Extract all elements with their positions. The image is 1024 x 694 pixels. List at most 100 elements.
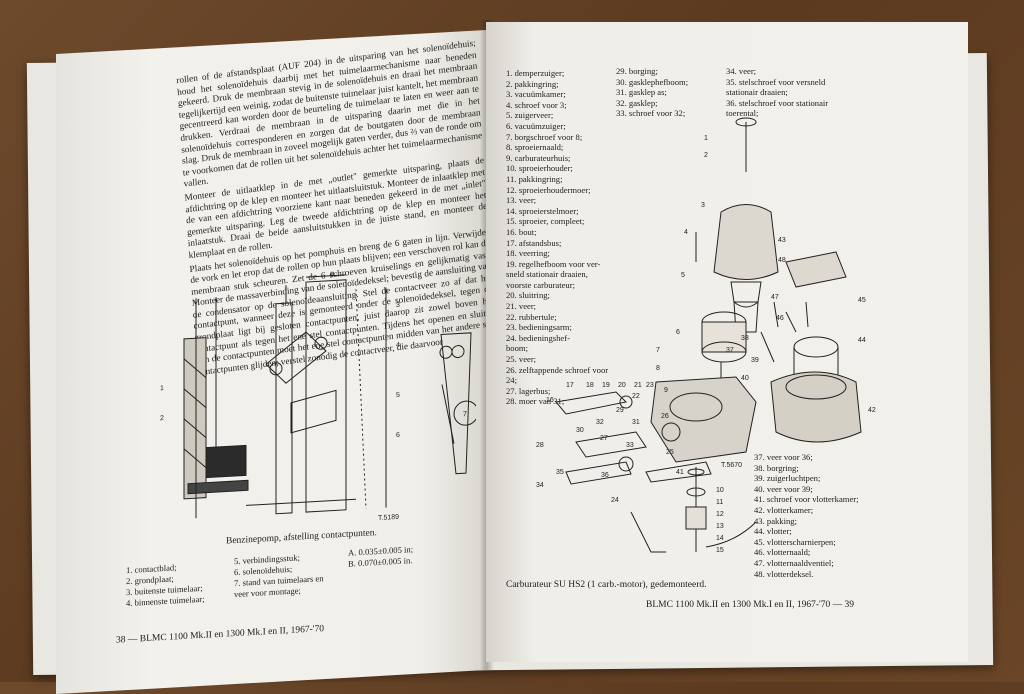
part-item: 14. sproeierstelmoer; [506,205,579,216]
callout-2: 2 [704,152,708,159]
callout-6: 6 [676,329,680,336]
part-item: voorste carburateur; [506,279,575,290]
part-item: 11. pakkingring; [506,173,563,184]
part-item: 32. gasklep; [616,97,658,108]
part-item: toerental; [726,108,759,119]
part-item: 45. vlotterscharnierpen; [754,536,836,547]
part-item: 19. regelhefboom voor ver- [506,258,601,269]
part-item: 26. zelftappende schroef voor [506,364,609,375]
callout-31: 31 [632,419,640,426]
right-page: 1. demperzuiger; 2. pakkingring; 3. vacu… [486,22,968,662]
part-item: 28. moer van 31; [506,396,565,407]
part-item: 38. borgring; [754,462,799,473]
callout-24: 24 [611,497,619,504]
part-item: 3. vacuümkamer; [506,89,566,100]
callout-41: 41 [676,469,684,476]
callout-1: 1 [160,385,164,392]
fuel-pump-diagram: B 1 2 3 4 5 6 7 T.5189 [160,271,476,522]
callout-43: 43 [778,237,786,244]
callout-10: 10 [716,487,724,494]
callout-14: 14 [716,535,724,542]
part-item: 12. sproeierhoudermoer; [506,184,591,195]
part-item: 16. bout; [506,226,537,237]
part-item: 22. rubbertule; [506,311,557,322]
part-item: 36. stelschroef voor stationair [726,97,829,108]
callout-35: 35 [556,469,564,476]
part-item: 34. veer; [726,66,757,76]
part-item: 8. sproeiernaald; [506,142,564,153]
part-item: stationair draaien; [726,87,788,98]
callout-38: 38 [741,335,749,342]
callout-20: 20 [618,382,626,389]
callout-44: 44 [858,337,866,344]
part-item: 27. lagerbus; [506,385,551,396]
parts-list-col2: 29. borging; 30. gasklephefboom; 31. gas… [616,66,688,119]
part-item: 10. sproeierhouder; [506,163,573,174]
part-item: 39. zuigerluchtpen; [754,473,821,484]
callout-23: 23 [646,382,654,389]
callout-36: 36 [601,472,609,479]
figure-reference: T.5670 [721,462,742,469]
part-item: 31. gasklep as; [616,87,667,98]
callout-26: 26 [661,413,669,420]
callout-22: 22 [632,393,640,400]
label-b: B [330,271,335,278]
callout-18: 18 [586,382,594,389]
part-item: 20. sluitring; [506,290,550,301]
part-item: 15. sproeier, compleet; [506,216,585,227]
part-item: boom; [506,343,528,354]
part-item: 17. afstandsbus; [506,237,562,248]
part-item: 47. vlotternaaldventiel; [754,557,834,568]
figure-reference: T.5189 [378,514,399,522]
callout-4: 4 [396,342,400,349]
callout-33: 33 [626,442,634,449]
legend-item: B. 0.070±0.005 in. [348,555,413,569]
part-item: 41. schroef voor vlotterkamer; [754,494,859,505]
callout-46: 46 [776,315,784,322]
part-item: 48. vlotterdeksel. [754,568,814,579]
callout-8: 8 [656,365,660,372]
part-item: 44. vlotter; [754,526,792,537]
part-item: 25. veer; [506,354,537,365]
callout-16: 16 [546,397,554,404]
callout-30: 30 [576,427,584,434]
left-legend-col3: A. 0.035±0.005 in; B. 0.070±0.005 in. [348,544,413,570]
callout-45: 45 [858,297,866,304]
callout-37: 37 [726,347,734,354]
left-legend-col2: 5. verbindingsstuk; 6. solenoïdehuis; 7.… [234,551,324,600]
parts-list-col3: 34. veer; 35. stelschroef voor versneld … [726,66,828,119]
part-item: 46. vlotternaald; [754,547,811,558]
part-item: 37. veer voor 36; [754,452,813,462]
callout-2: 2 [160,415,164,422]
left-page-footer: 38 — BLMC 1100 Mk.II en 1300 Mk.I en II,… [116,624,324,646]
part-item: 6. vacuümzuiger; [506,120,566,131]
part-item: 2. pakkingring; [506,78,559,89]
callout-47: 47 [771,294,779,301]
right-figure-caption: Carburateur SU HS2 (1 carb.-motor), gede… [506,580,707,590]
callout-19: 19 [602,382,610,389]
callout-12: 12 [716,511,724,518]
callout-6: 6 [396,432,400,439]
part-item: 9. carburateurhuis; [506,152,571,163]
part-item: sneld stationair draaien, [506,269,588,280]
callout-25: 25 [666,449,674,456]
callout-13: 13 [716,523,724,530]
callout-5: 5 [681,272,685,279]
part-item: 24. bedieningshef- [506,332,570,343]
part-item: 43. pakking; [754,515,797,526]
part-item: 42. vlotterkamer; [754,504,814,515]
parts-list-col1: 1. demperzuiger; 2. pakkingring; 3. vacu… [506,68,608,407]
callout-17: 17 [566,382,574,389]
callout-3: 3 [701,202,705,209]
callout-34: 34 [536,482,544,489]
callout-1: 1 [704,135,708,142]
part-item: 35. stelschroef voor versneld [726,76,826,87]
part-item: 24; [506,375,517,386]
part-item: 5. zuigerveer; [506,110,554,121]
callout-3: 3 [396,302,400,309]
part-item: 29. borging; [616,66,658,76]
part-item: 40. veer voor 39; [754,483,813,494]
callout-48: 48 [778,257,786,264]
left-legend-col1: 1. contactblad; 2. grondplaat; 3. buiten… [126,561,205,609]
callout-28: 28 [536,442,544,449]
